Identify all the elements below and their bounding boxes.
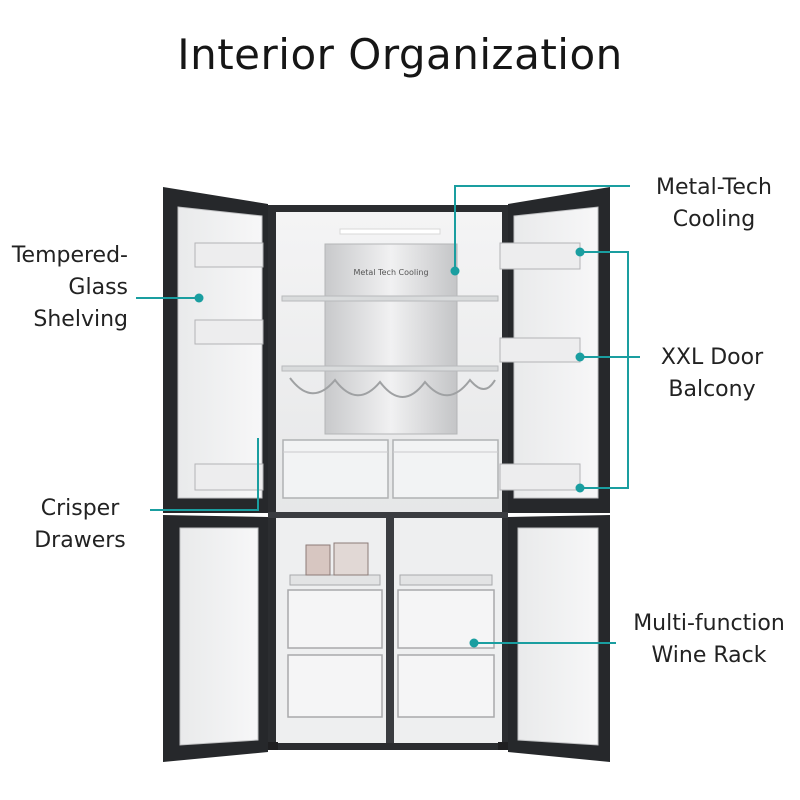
callout-dot [575, 247, 585, 257]
callout-line-1: Metal-Tech [656, 175, 772, 200]
callout-xxl-door-balcony: XXL Door Balcony [642, 342, 782, 406]
panel-text: Metal Tech Cooling [353, 268, 428, 277]
freezer-box-right-top [399, 574, 493, 586]
food-pack [333, 542, 369, 576]
callout-line-2: Balcony [668, 377, 756, 402]
right-upper-door [499, 187, 610, 513]
callout-wine-rack: Multi-function Wine Rack [618, 608, 800, 672]
food-pack [305, 544, 331, 576]
callout-dot [575, 352, 585, 362]
callout-line-xxl-door [580, 251, 629, 489]
callout-line-1: Crisper [40, 496, 120, 521]
crisper-drawer-left [282, 439, 389, 499]
crisper-drawer-right [392, 439, 499, 499]
wine-rack-wave [289, 377, 496, 398]
callout-line-2: Wine Rack [651, 643, 767, 668]
right-lower-door [508, 515, 610, 762]
glass-shelf-top [281, 295, 499, 302]
callout-lines [136, 185, 640, 644]
diagram-title: Interior Organization [177, 30, 623, 79]
callout-dot [450, 266, 460, 276]
callout-line-metal-tech [454, 185, 630, 270]
callout-line-2: Glass [68, 275, 128, 300]
freezer-drawer-right-2 [397, 654, 495, 718]
glass-shelf-middle [281, 365, 499, 372]
left-upper-door [163, 187, 268, 513]
metal-tech-panel [324, 243, 458, 435]
callout-crisper-drawers: Crisper Drawers [10, 493, 150, 557]
freezer-drawer-left-1 [287, 589, 383, 649]
callout-dots [194, 247, 585, 648]
freezer-drawer-right-1 [397, 589, 495, 649]
callout-dot [469, 638, 479, 648]
callout-dot [575, 483, 585, 493]
left-lower-door [163, 515, 268, 762]
callout-dot [194, 293, 204, 303]
callout-line-1: XXL Door [660, 345, 764, 370]
callout-line-2: Drawers [34, 528, 126, 553]
callout-line-3: Shelving [33, 307, 128, 332]
freezer-drawer-left-2 [287, 654, 383, 718]
callout-line-crisper [150, 438, 259, 511]
freezer-box-left-top [289, 574, 381, 586]
fridge-cabinet: Metal Tech Cooling [268, 205, 508, 750]
callout-metal-tech-cooling: Metal-Tech Cooling [632, 172, 796, 236]
callout-line-2: Cooling [672, 207, 756, 232]
callout-line-1: Multi-function [633, 611, 785, 636]
callout-line-1: Tempered- [11, 243, 128, 268]
callout-tempered-glass: Tempered- Glass Shelving [0, 240, 128, 336]
